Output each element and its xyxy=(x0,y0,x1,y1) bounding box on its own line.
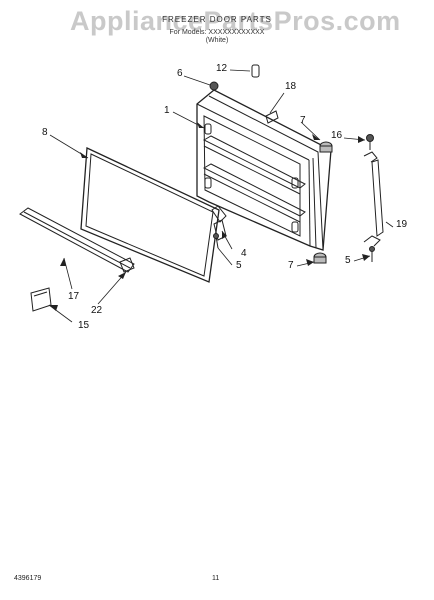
callout-4: 4 xyxy=(241,248,247,259)
leader-lines xyxy=(48,69,394,323)
callout-15: 15 xyxy=(78,320,90,331)
door-stop-bottom xyxy=(313,252,327,264)
handle-trim-strip xyxy=(19,207,135,273)
page-number: 11 xyxy=(212,575,220,582)
door-handle xyxy=(363,151,384,247)
callout-17: 17 xyxy=(68,291,80,302)
watermark: AppliancePartsPros.com xyxy=(70,6,401,36)
callout-12: 12 xyxy=(216,63,228,74)
hinge-pin xyxy=(251,64,260,78)
handle-screw-bottom xyxy=(369,246,375,262)
document-number: 4396179 xyxy=(14,575,42,582)
callout-6: 6 xyxy=(177,68,183,79)
trim-end-cap xyxy=(119,257,135,273)
door-gasket xyxy=(80,147,220,283)
nameplate-badge xyxy=(30,287,52,312)
model-line: For Models: XXXXXXXXXXXX xyxy=(169,29,265,36)
callout-1: 1 xyxy=(164,105,170,116)
callout-16: 16 xyxy=(331,130,343,141)
hinge-screw-bottom xyxy=(213,233,219,249)
callout-5-hinge: 5 xyxy=(236,260,242,271)
leader-arrowheads xyxy=(49,122,370,311)
callout-8: 8 xyxy=(42,127,48,138)
hinge-screw-top xyxy=(209,81,219,91)
diagram-title: FREEZER DOOR PARTS xyxy=(162,15,272,24)
warning-label xyxy=(265,110,279,124)
handle-screw-top xyxy=(366,134,374,150)
callout-5-handle: 5 xyxy=(345,255,351,266)
callout-19: 19 xyxy=(396,219,408,230)
callout-18: 18 xyxy=(285,81,297,92)
callout-7-bottom: 7 xyxy=(288,260,294,271)
variant-label: (White) xyxy=(205,37,229,44)
door-stop-top xyxy=(319,141,333,153)
callout-7-top: 7 xyxy=(300,115,306,126)
callout-22: 22 xyxy=(91,305,103,316)
door-liner-assembly xyxy=(196,89,332,251)
